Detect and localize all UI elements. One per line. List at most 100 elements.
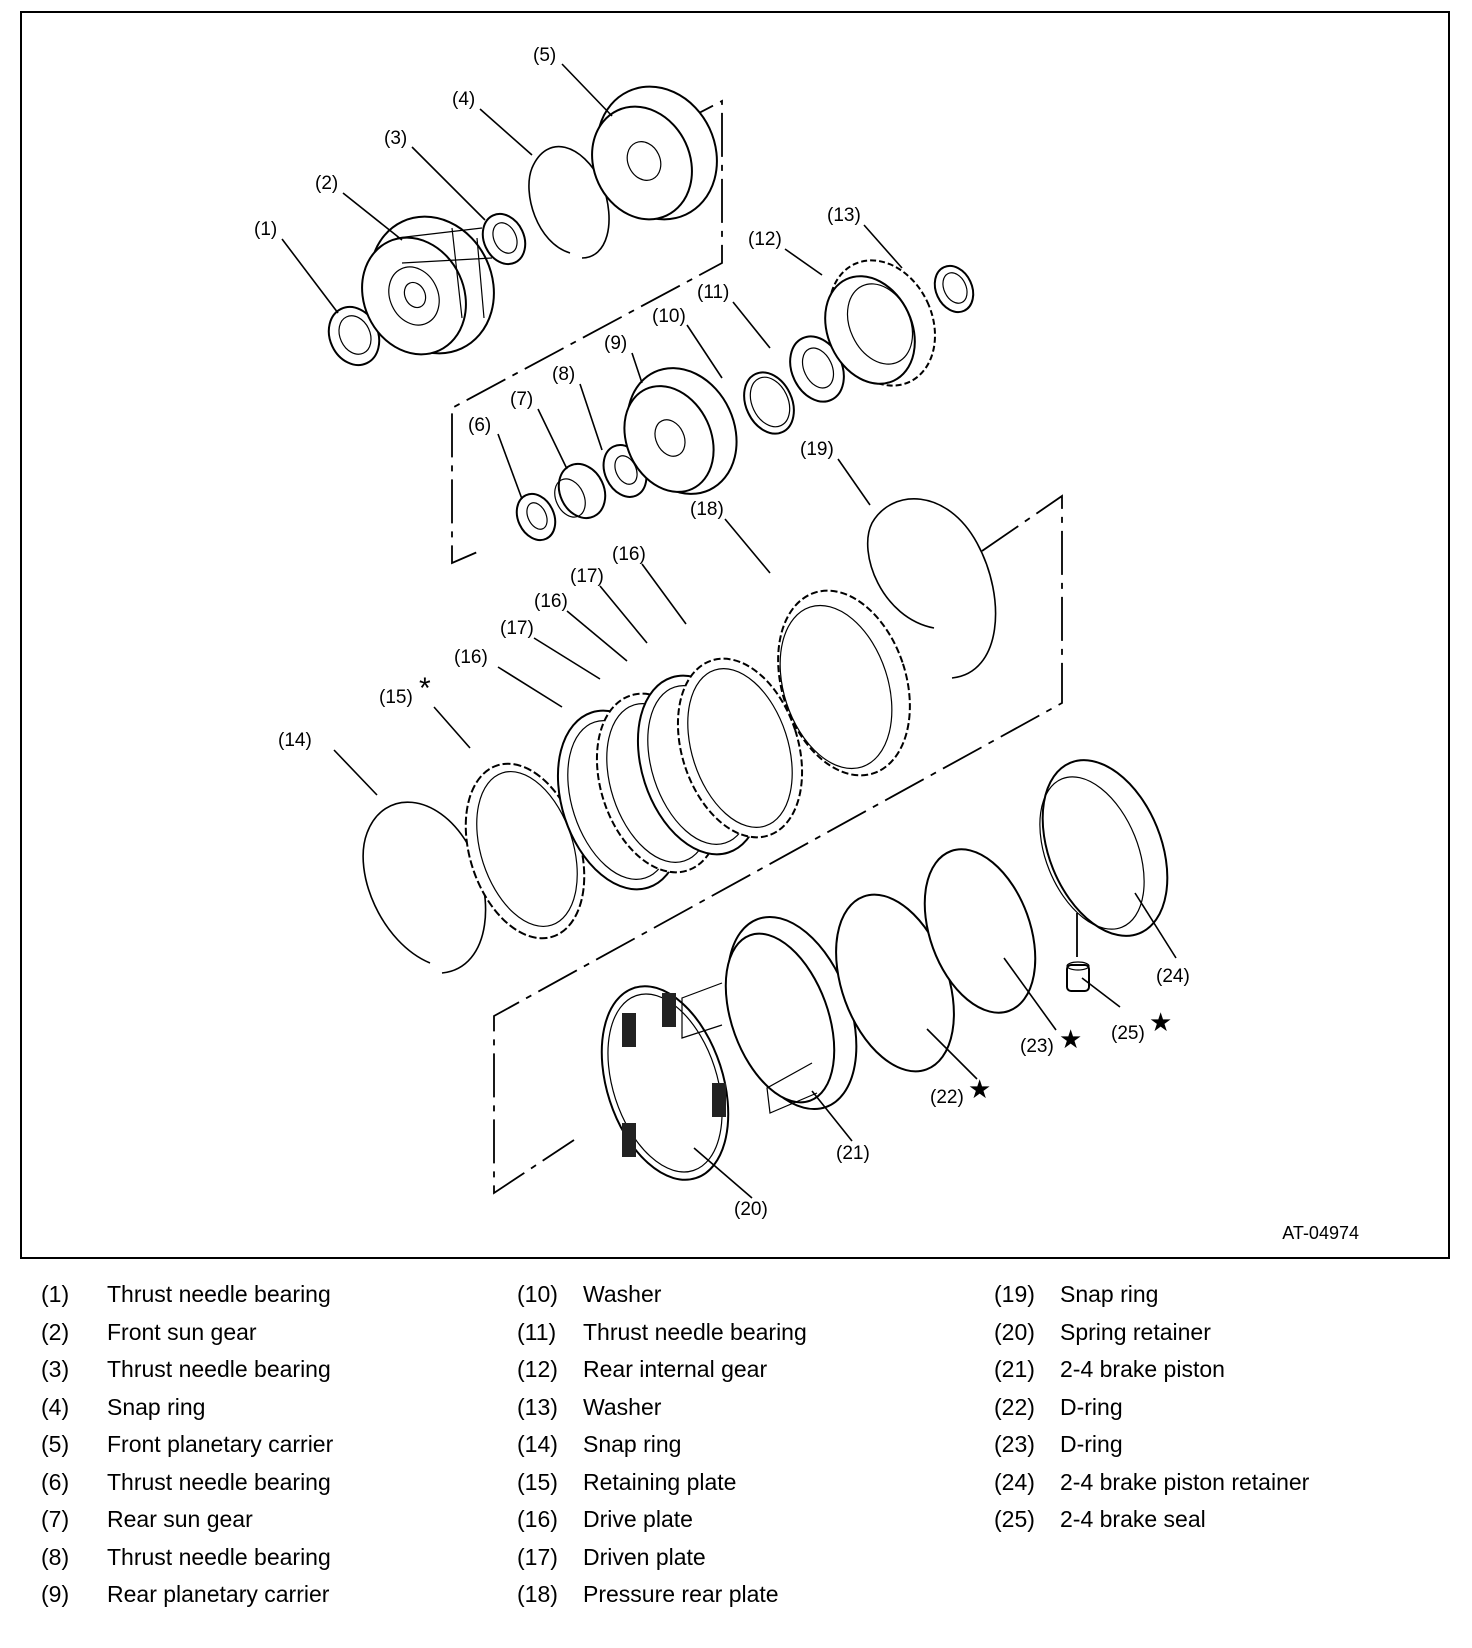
callout-6: (6) — [468, 415, 491, 436]
callout-7: (7) — [510, 389, 533, 410]
legend-name: Retaining plate — [583, 1468, 737, 1495]
part-rear-sun-gear — [554, 462, 607, 520]
legend-item: (25) 2-4 brake seal — [994, 1501, 1464, 1539]
callout-16-second: (16) — [534, 591, 568, 612]
legend-number: (10) — [517, 1281, 558, 1307]
legend-number: (5) — [41, 1431, 70, 1457]
callout-16-third: (16) — [612, 544, 646, 565]
legend-item: (4)Snap ring — [41, 1389, 511, 1427]
legend-name: Drive plate — [583, 1506, 693, 1532]
legend-item: (13) Washer — [517, 1389, 987, 1427]
legend-number: (9) — [41, 1581, 70, 1607]
legend-number: (14) — [517, 1431, 558, 1457]
legend-number: (21) — [994, 1356, 1035, 1382]
exploded-view-figure: (1) (2) (3) (4) (5) (6) (7) (8) (9) (10)… — [20, 11, 1450, 1259]
callout-17-first: (17) — [500, 618, 534, 639]
legend-name: Snap ring — [1060, 1281, 1159, 1307]
part-snap-ring-14 — [362, 801, 487, 974]
callout-18: (18) — [690, 499, 724, 520]
legend-number: (16) — [517, 1506, 558, 1532]
part-d-ring-23 — [923, 848, 1037, 1014]
part-thrust-needle-bearing-3 — [481, 212, 527, 266]
legend-name: 2-4 brake piston retainer — [1060, 1468, 1310, 1495]
callout-3: (3) — [384, 128, 407, 149]
legend-name: Washer — [583, 1281, 662, 1307]
part-front-sun-gear — [361, 215, 495, 356]
legend-column-1: (1)Thrust needle bearing (2)Front sun ge… — [41, 1276, 511, 1614]
legend-item: (2)Front sun gear — [41, 1314, 511, 1352]
legend-name: Front planetary carrier — [107, 1431, 334, 1457]
legend-name: Thrust needle bearing — [107, 1356, 331, 1382]
legend-number: (13) — [517, 1393, 558, 1420]
assembly-line-middle — [493, 494, 1063, 1195]
star-mark-22: ★ — [968, 1074, 991, 1104]
callout-22: (22) — [930, 1087, 964, 1108]
legend-name: Thrust needle bearing — [107, 1281, 331, 1307]
legend-name: Pressure rear plate — [583, 1581, 779, 1607]
legend-number: (23) — [994, 1431, 1035, 1457]
callout-16-first: (16) — [454, 647, 488, 668]
legend-number: (24) — [994, 1468, 1035, 1495]
legend-item: (15)Retaining plate — [517, 1464, 987, 1502]
callout-8: (8) — [552, 364, 575, 385]
legend-item: (9) Rear planetary carrier — [41, 1576, 511, 1614]
legend-item: (1)Thrust needle bearing — [41, 1276, 511, 1314]
legend-name: Thrust needle bearing — [583, 1318, 807, 1345]
legend-number: (12) — [517, 1356, 558, 1382]
legend-name: Rear sun gear — [107, 1506, 253, 1532]
legend-number: (2) — [41, 1318, 70, 1345]
callout-12: (12) — [748, 229, 782, 250]
callout-20: (20) — [734, 1199, 768, 1220]
legend-item: (11) Thrust needle bearing — [517, 1314, 987, 1352]
legend-column-3: (19)Snap ring (20) Spring retainer (21) 2-… — [994, 1276, 1464, 1539]
callout-15: (15) — [379, 687, 413, 708]
callout-14: (14) — [278, 730, 312, 751]
legend-name: Rear planetary carrier — [107, 1581, 330, 1607]
part-thrust-needle-bearing-1 — [327, 305, 381, 367]
part-rear-internal-gear — [824, 259, 936, 387]
exploded-diagram: (1) (2) (3) (4) (5) (6) (7) (8) (9) (10)… — [254, 45, 1359, 1243]
legend-name: D-ring — [1060, 1431, 1123, 1457]
part-plate-stack — [556, 657, 804, 891]
callout-4: (4) — [452, 89, 475, 110]
legend-name: 2-4 brake seal — [1060, 1506, 1206, 1532]
legend-number: (25) — [994, 1506, 1035, 1532]
callout-13: (13) — [827, 205, 861, 226]
part-2-4-brake-seal — [1066, 913, 1090, 992]
legend-item: (7) Rear sun gear — [41, 1501, 511, 1539]
callout-21: (21) — [836, 1143, 870, 1164]
star-mark-25: ★ — [1149, 1007, 1172, 1037]
legend-number: (11) — [517, 1318, 557, 1345]
legend-item: (24) 2-4 brake piston retainer — [994, 1464, 1464, 1502]
part-snap-ring-4 — [528, 145, 610, 259]
legend-number: (22) — [994, 1393, 1035, 1420]
legend-item: (8)Thrust needle bearing — [41, 1539, 511, 1577]
legend-name: Washer — [583, 1393, 662, 1420]
legend-name: Spring retainer — [1060, 1318, 1211, 1345]
legend-number: (20) — [994, 1318, 1035, 1345]
leader-lines — [281, 63, 1177, 1199]
part-washer-10 — [743, 371, 795, 435]
callout-25: (25) — [1111, 1023, 1145, 1044]
legend-item: (19)Snap ring — [994, 1276, 1464, 1314]
legend-name: 2-4 brake piston — [1060, 1356, 1225, 1382]
star-mark-23: ★ — [1059, 1024, 1082, 1054]
part-front-planetary-carrier — [591, 85, 718, 221]
legend-name: Thrust needle bearing — [107, 1468, 331, 1495]
legend-column-2: (10) Washer (11) Thrust needle bearing (12… — [517, 1276, 987, 1614]
part-thrust-needle-bearing-6 — [515, 492, 557, 542]
asterisk-mark-15: * — [419, 672, 431, 705]
callout-11: (11) — [697, 282, 729, 303]
legend-name: Thrust needle bearing — [107, 1543, 331, 1570]
legend-number: (7) — [41, 1506, 70, 1532]
legend-item: (17)Driven plate — [517, 1539, 987, 1577]
legend-name: D-ring — [1060, 1393, 1123, 1420]
callout-17-second: (17) — [570, 566, 604, 587]
part-rear-planetary-carrier — [623, 367, 738, 495]
legend-item: (5) Front planetary carrier — [41, 1426, 511, 1464]
legend-item: (12)Rear internal gear — [517, 1351, 987, 1389]
legend-item: (10) Washer — [517, 1276, 987, 1314]
part-washer-13 — [933, 264, 975, 314]
callout-19: (19) — [800, 439, 834, 460]
legend-name: Snap ring — [107, 1393, 206, 1420]
